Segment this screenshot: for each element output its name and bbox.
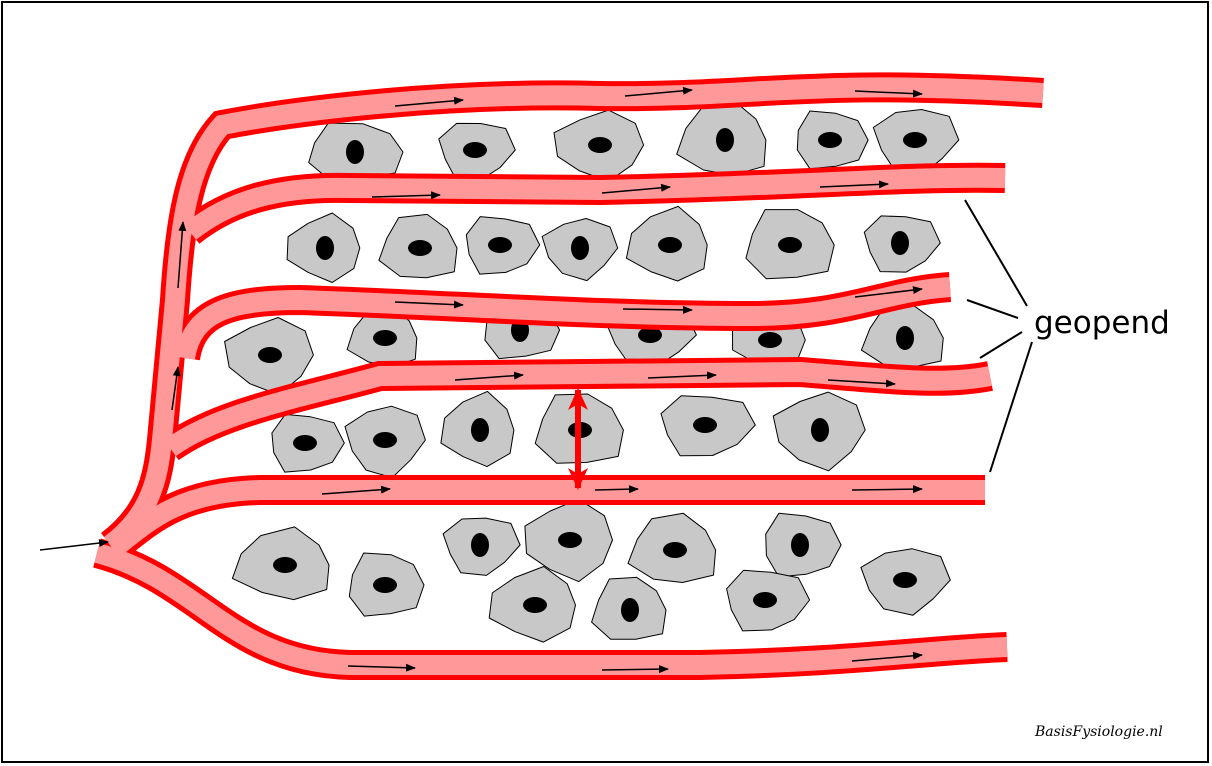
cell <box>726 569 811 632</box>
nucleus <box>716 128 734 152</box>
nucleus <box>638 327 662 343</box>
nucleus <box>258 347 282 363</box>
nucleus <box>463 142 487 158</box>
cell <box>676 100 767 176</box>
nucleus <box>663 542 687 558</box>
cell <box>625 205 708 282</box>
nucleus <box>293 435 317 451</box>
flow-arrow <box>394 300 464 309</box>
nucleus <box>903 132 927 148</box>
flow-arrow <box>854 286 923 298</box>
capillaries <box>92 72 1044 680</box>
cell <box>541 218 619 282</box>
nucleus <box>346 140 364 164</box>
flow-arrow <box>819 180 889 189</box>
cell <box>440 390 515 468</box>
cell <box>627 512 717 583</box>
nucleus <box>373 330 397 346</box>
flow-arrow <box>601 183 671 194</box>
cell <box>745 209 835 280</box>
nucleus <box>891 231 909 255</box>
cell <box>860 548 951 616</box>
cell <box>231 526 330 601</box>
nucleus <box>896 326 914 350</box>
cell <box>765 512 842 578</box>
cell <box>860 304 944 368</box>
nucleus <box>273 557 297 573</box>
cell <box>438 122 516 181</box>
nucleus <box>408 240 432 256</box>
cell <box>224 317 314 396</box>
nucleus <box>778 237 802 253</box>
flow-arrow <box>347 663 416 672</box>
nucleus <box>488 237 512 253</box>
flow-arrow <box>851 651 923 662</box>
geopend-label: geopend <box>1034 305 1170 341</box>
nucleus <box>658 237 682 253</box>
cell <box>524 498 613 583</box>
flow-arrow <box>624 86 693 97</box>
cell <box>465 216 541 275</box>
flow-arrow <box>601 665 669 674</box>
nucleus <box>316 236 334 260</box>
flow-arrow <box>827 379 896 388</box>
nucleus <box>693 417 717 433</box>
capillary-lumen <box>175 277 951 360</box>
nucleus <box>558 532 582 548</box>
cell <box>796 110 869 170</box>
cell <box>772 391 866 472</box>
flow-arrow <box>171 366 181 411</box>
cell <box>286 212 361 283</box>
cell <box>863 215 941 273</box>
flow-arrow <box>854 89 923 98</box>
nucleus <box>588 137 612 153</box>
capillary-lumen <box>164 361 992 457</box>
flow-arrow <box>594 485 639 494</box>
nucleus <box>373 577 397 593</box>
capillary-lumen <box>94 543 1008 675</box>
flow-arrow <box>39 539 109 551</box>
nucleus <box>621 598 639 622</box>
flow-arrow <box>454 371 524 381</box>
cell <box>344 405 426 479</box>
cell <box>346 305 418 368</box>
flow-arrows <box>39 86 923 674</box>
cell <box>442 517 521 576</box>
cell <box>348 552 425 617</box>
cell <box>591 576 667 640</box>
nucleus <box>571 236 589 260</box>
flow-arrow <box>321 485 391 495</box>
capillary-lumen <box>103 77 1044 553</box>
nucleus <box>818 132 842 148</box>
nucleus <box>373 432 397 448</box>
flow-arrow <box>371 191 441 200</box>
cell <box>271 413 345 473</box>
capillary-lumen <box>108 480 985 556</box>
nucleus <box>753 592 777 608</box>
flow-arrow <box>177 221 187 289</box>
cell <box>553 109 645 182</box>
cell <box>660 395 756 457</box>
nucleus <box>791 533 809 557</box>
watermark: BasisFysiologie.nl <box>1034 724 1163 740</box>
cell <box>488 566 576 643</box>
nucleus <box>811 418 829 442</box>
cell <box>872 109 960 175</box>
flow-arrow <box>851 485 923 494</box>
label-pointer-lines <box>964 199 1033 473</box>
nucleus <box>893 572 917 588</box>
nucleus <box>523 597 547 613</box>
flow-arrow <box>622 305 693 314</box>
nucleus <box>471 533 489 557</box>
nucleus <box>471 418 489 442</box>
nucleus <box>758 332 782 348</box>
cell <box>378 213 458 279</box>
flow-arrow <box>394 96 464 107</box>
flow-arrow <box>647 371 717 380</box>
